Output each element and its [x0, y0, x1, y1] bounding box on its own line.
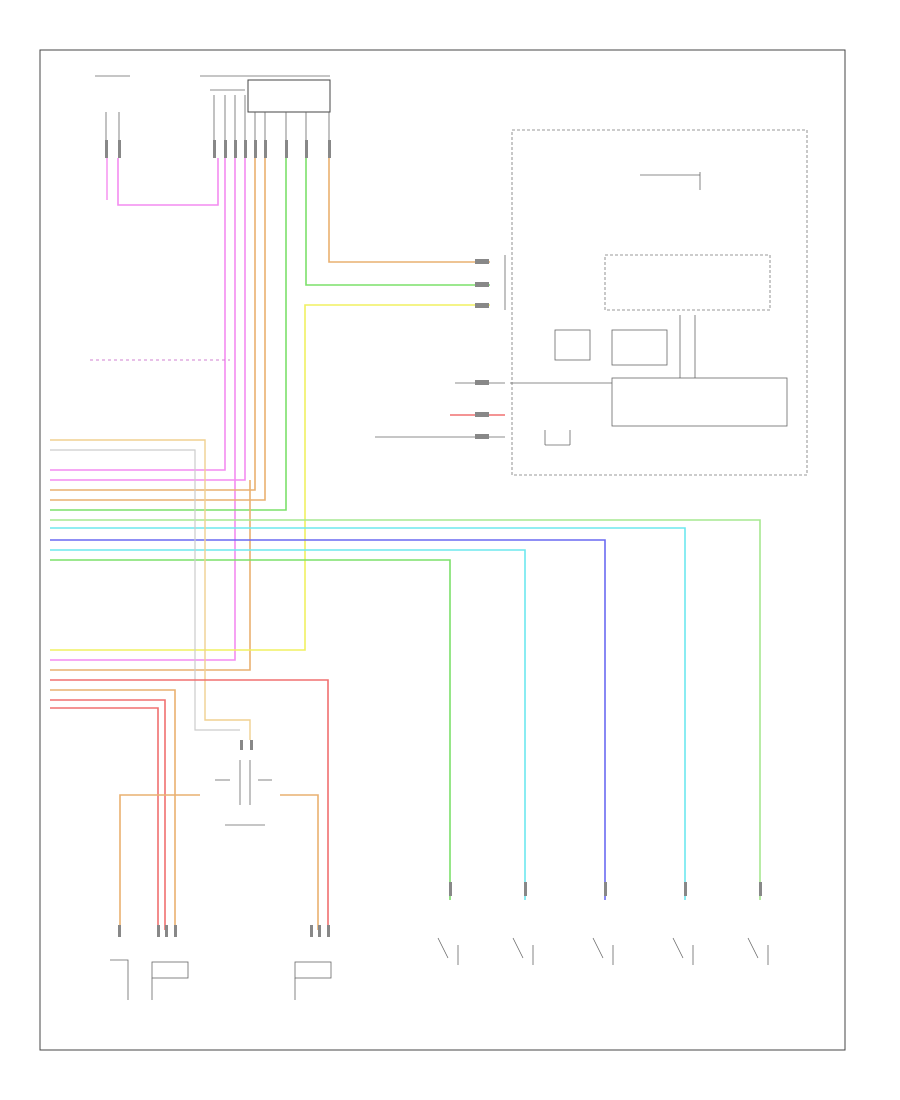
switch-3 — [592, 882, 614, 965]
switch-2 — [512, 882, 534, 965]
vertical-harness — [50, 158, 490, 671]
diagram-frame — [39, 49, 846, 1051]
top-pin-ticks — [105, 95, 330, 140]
lower-switch-wires — [50, 519, 761, 900]
top-connector — [247, 79, 331, 113]
module-subbox-2 — [554, 329, 591, 361]
control-module-box — [511, 129, 808, 476]
module-subbox-1 — [604, 254, 771, 311]
bottom-sensor-2 — [151, 925, 189, 1000]
switch-4 — [672, 882, 694, 965]
grey-wire-upper — [50, 449, 240, 731]
module-connector-marks — [475, 259, 489, 439]
orange-wire-upper — [50, 439, 251, 740]
top-pin-stubs — [105, 140, 331, 158]
bottom-left-sensor — [110, 925, 129, 1000]
yellow-wire — [50, 304, 490, 651]
switch-5 — [747, 882, 769, 965]
module-subbox-4 — [611, 377, 788, 427]
switch-1 — [437, 882, 459, 965]
center-junction — [215, 740, 272, 826]
bottom-sensor-3 — [294, 925, 332, 1000]
pink-wire-loop — [117, 158, 219, 206]
lower-left-wires — [50, 679, 329, 930]
module-subbox-3 — [611, 329, 668, 366]
